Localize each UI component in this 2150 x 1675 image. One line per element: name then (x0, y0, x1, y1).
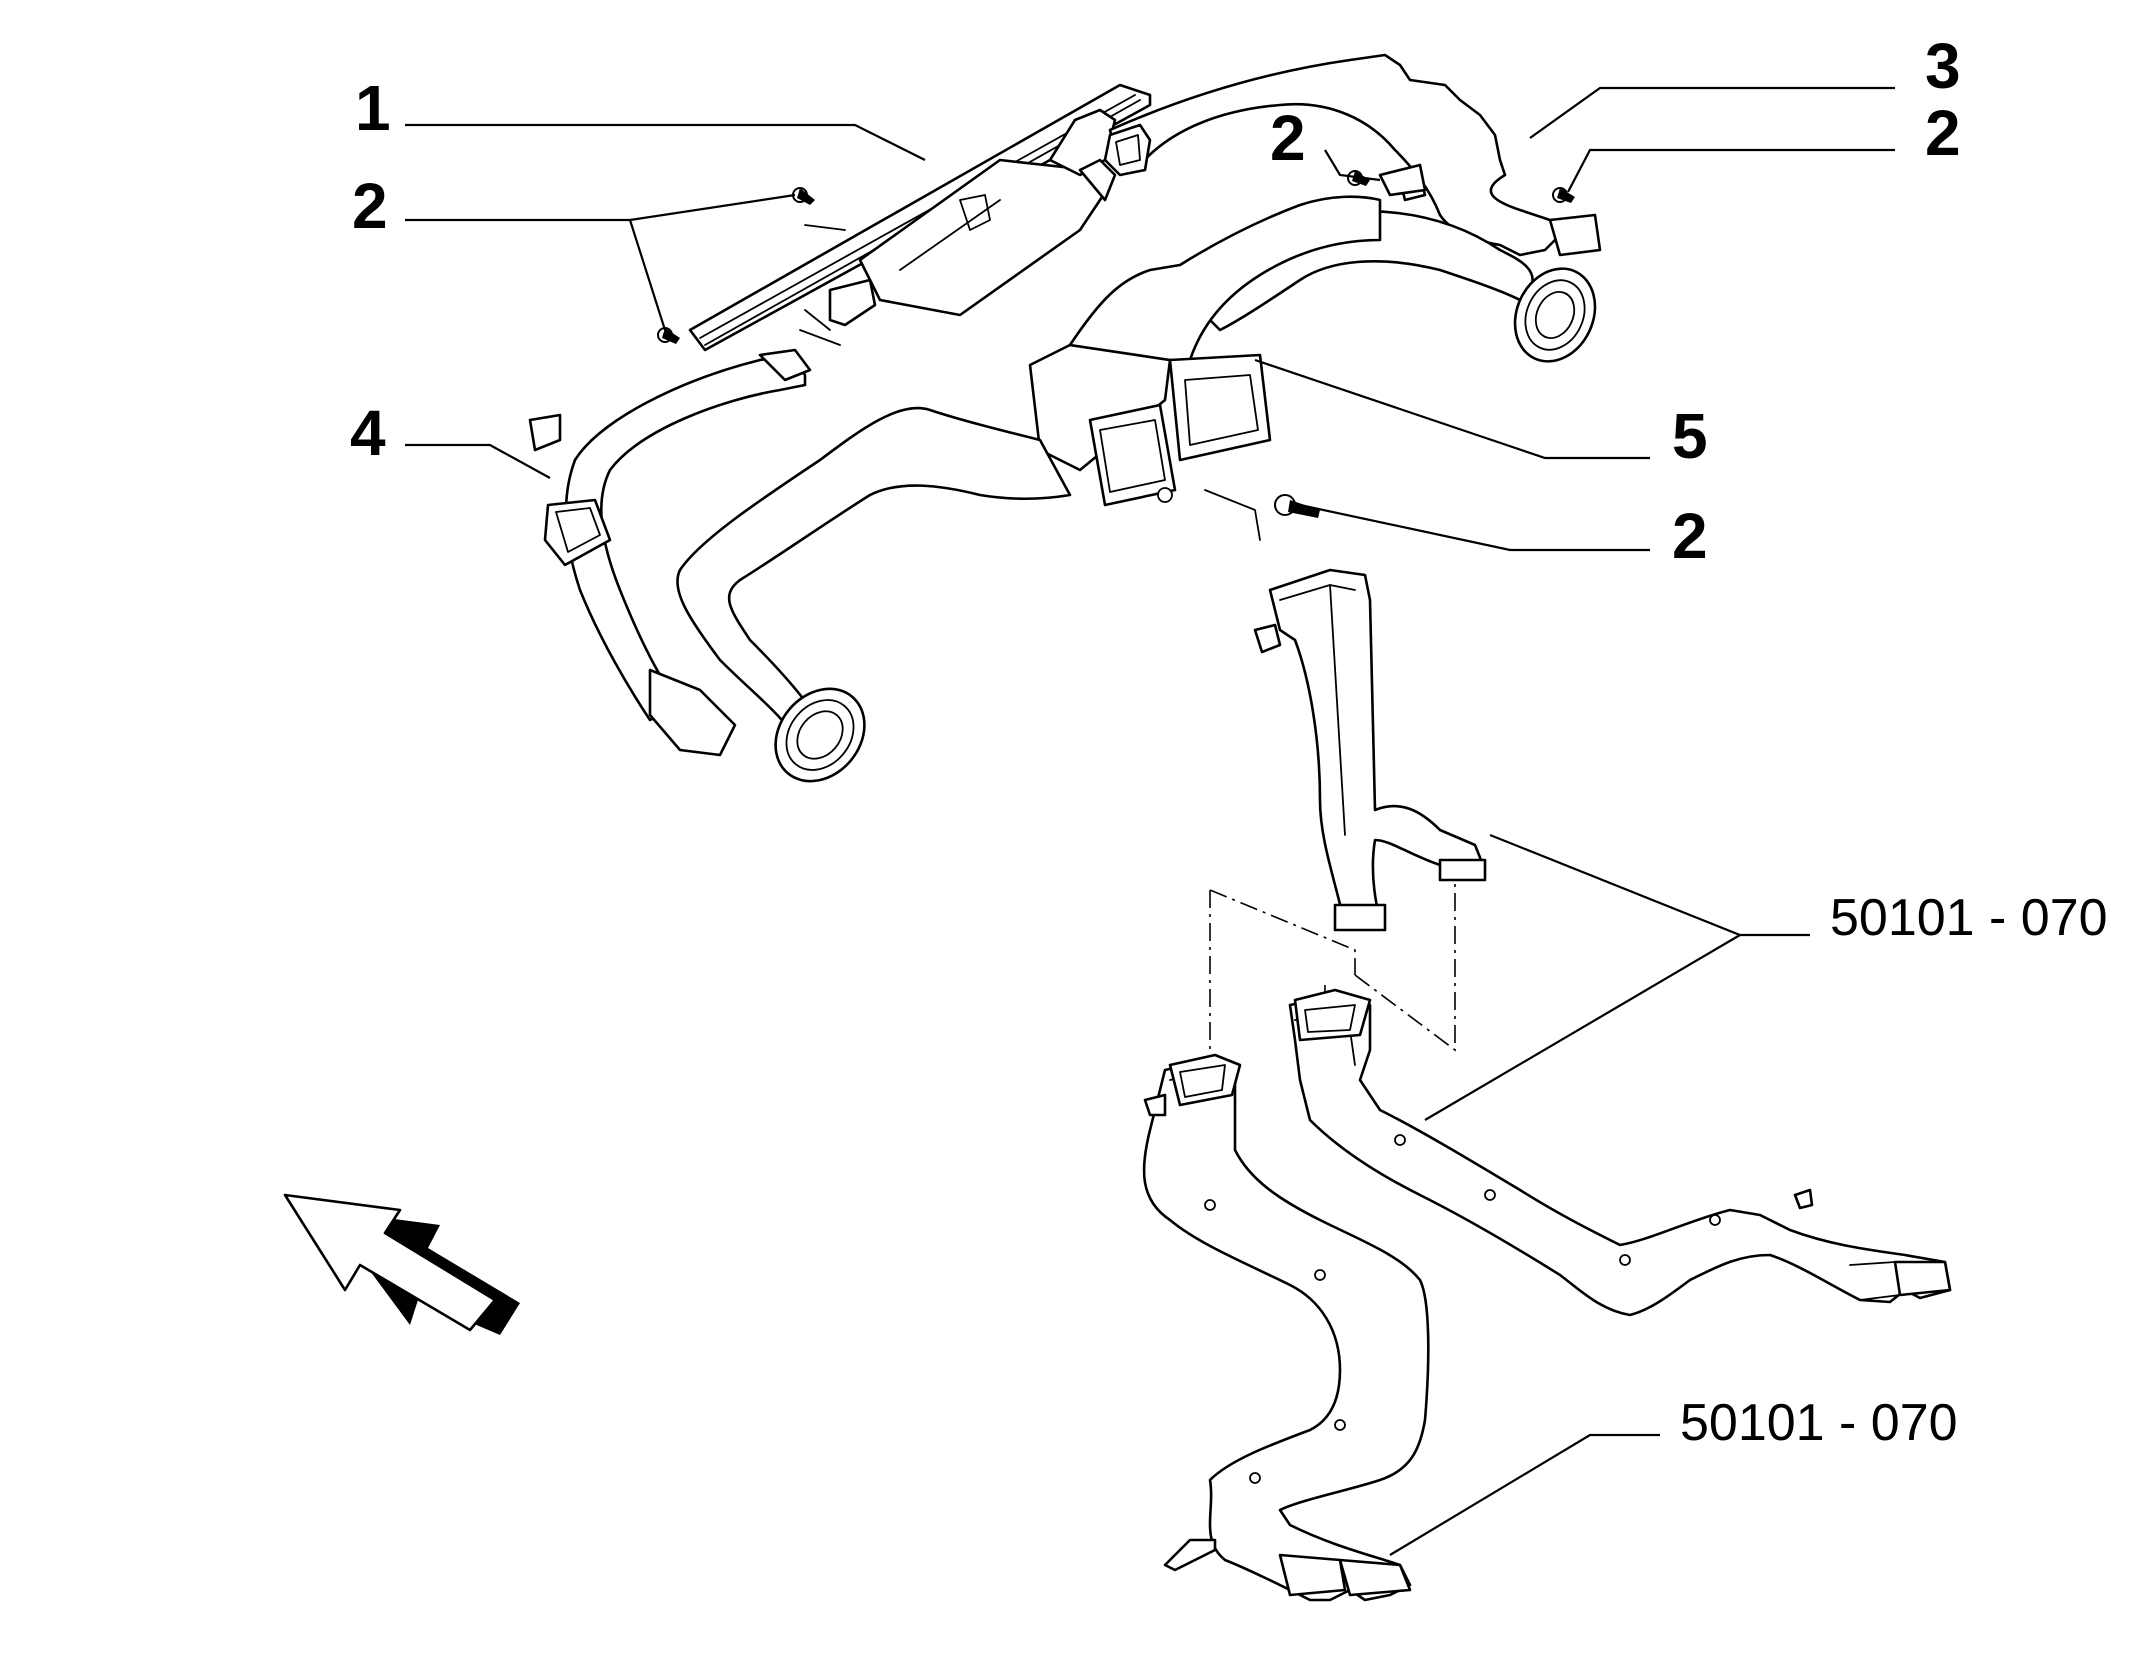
rear-riser-duct[interactable] (1253, 568, 1487, 932)
screw-mid-top[interactable] (1347, 163, 1427, 197)
callout-3: 3 (1925, 30, 1961, 102)
rear-floor-duct-left[interactable] (1142, 1053, 1430, 1602)
reference-code-right: 50101 - 070 (1830, 889, 2108, 947)
callout-2-right-top: 2 (1925, 97, 1961, 169)
part-1-upper-duct[interactable] (688, 83, 1152, 352)
screw-right-top[interactable] (1552, 187, 1575, 203)
callout-1: 1 (355, 72, 391, 144)
callout-4: 4 (350, 397, 386, 469)
callout-2-mid-top: 2 (1270, 102, 1306, 174)
leader-lines (405, 86, 1895, 1556)
callout-5: 5 (1672, 400, 1708, 472)
screw-upper-left-b[interactable] (657, 327, 680, 344)
callout-2-lower: 2 (1672, 500, 1708, 572)
reference-code-bottom: 50101 - 070 (1680, 1394, 1958, 1452)
part-5-centre-distributor[interactable] (676, 195, 1382, 799)
screw-lower[interactable] (1274, 494, 1320, 518)
screw-upper-left-a[interactable] (792, 187, 815, 205)
front-direction-arrow-icon (283, 1193, 520, 1335)
part-4-left-duct[interactable] (528, 348, 812, 757)
rear-floor-duct-right[interactable] (1288, 988, 1952, 1317)
callout-2-upper-left: 2 (352, 170, 388, 242)
